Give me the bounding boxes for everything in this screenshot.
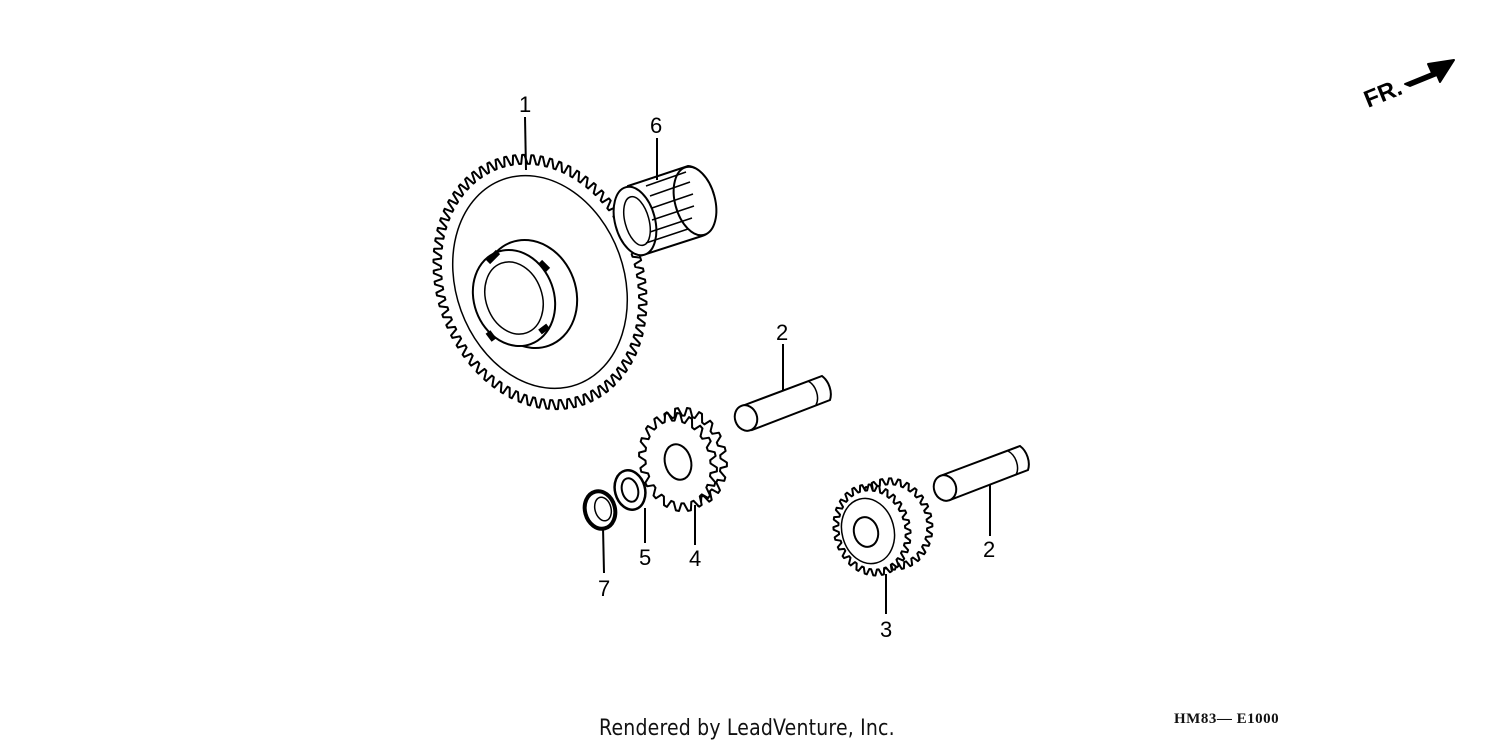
needle-bearing-needles <box>645 171 695 244</box>
callout-pin-lower: 2 <box>983 537 995 562</box>
needle-bearing[interactable] <box>607 162 724 260</box>
callout-snap-ring: 7 <box>598 576 610 601</box>
callout-needle-bearing: 6 <box>650 113 662 138</box>
leader-lines <box>524 116 991 614</box>
callout-numbers: 1 6 2 2 4 5 7 3 <box>519 92 995 642</box>
front-label: FR. <box>1360 74 1406 114</box>
callout-washer: 5 <box>639 545 651 570</box>
diagram-code: HM83— E1000 <box>1174 711 1280 727</box>
large-gear[interactable] <box>424 151 656 413</box>
front-direction-indicator: FR. <box>1360 59 1455 114</box>
small-gear-lower-bore <box>852 516 880 548</box>
small-gear-lower-hub <box>840 497 896 565</box>
snap-ring[interactable] <box>581 488 620 532</box>
callout-gear-large: 1 <box>519 92 531 117</box>
needle-bearing-bore <box>622 195 652 247</box>
pin-lower[interactable] <box>930 444 1030 504</box>
callout-pin-upper: 2 <box>776 320 788 345</box>
small-gear-upper-bore <box>663 443 693 481</box>
render-credit: Rendered by LeadVenture, Inc. <box>599 716 895 741</box>
small-gear-lower[interactable] <box>832 477 934 577</box>
front-arrow-icon <box>1404 59 1455 87</box>
large-gear-hub-lugs <box>485 249 551 342</box>
small-gear-upper[interactable] <box>638 407 728 512</box>
large-gear-face <box>451 174 629 390</box>
large-gear-bore <box>484 261 544 335</box>
pin-upper[interactable] <box>731 374 832 434</box>
callout-small-gear-upper: 4 <box>689 546 701 571</box>
callout-small-gear-lower: 3 <box>880 617 892 642</box>
washer[interactable] <box>610 467 649 513</box>
